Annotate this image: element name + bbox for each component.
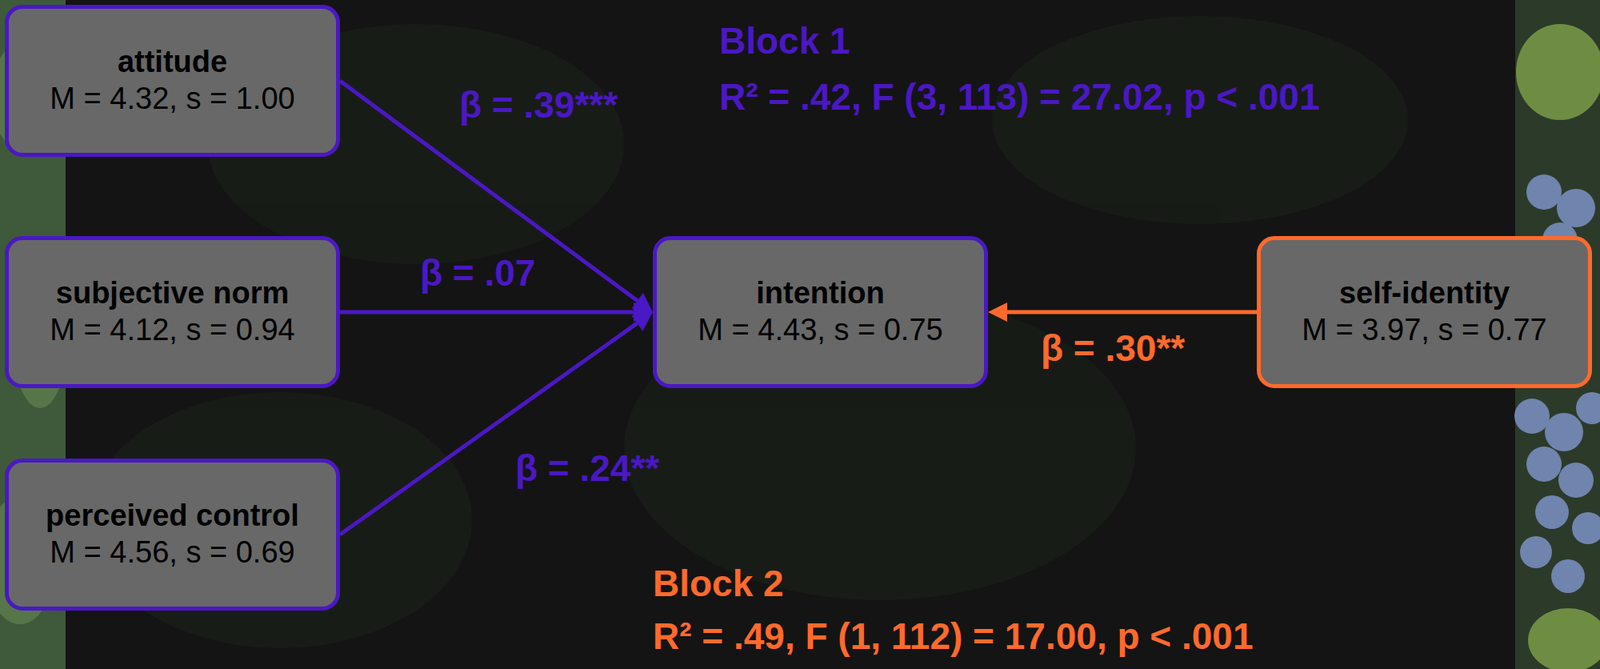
construct-box: subjective normM = 4.12, s = 0.94 <box>4 236 340 388</box>
path-arrow <box>340 323 637 535</box>
descriptive-stats: M = 4.56, s = 0.69 <box>49 534 295 572</box>
path-arrow <box>1007 310 1257 315</box>
construct-name: subjective norm <box>56 275 289 312</box>
descriptive-stats: M = 3.97, s = 0.77 <box>1301 312 1547 349</box>
descriptive-stats: M = 4.12, s = 0.94 <box>49 312 295 349</box>
path-coefficient: β = .30** <box>1040 328 1185 370</box>
path-coefficient: β = .24** <box>515 448 660 490</box>
arrowhead <box>988 302 1008 322</box>
construct-box: perceived controlM = 4.56, s = 0.69 <box>4 458 340 611</box>
descriptive-stats: M = 4.32, s = 1.00 <box>49 80 295 118</box>
path-coefficient: β = .07 <box>420 252 536 295</box>
path-coefficient: β = .39*** <box>459 84 618 127</box>
construct-box: attitudeM = 4.32, s = 1.00 <box>4 4 340 157</box>
model-statistic: R² = .49, F (1, 112) = 17.00, p < .001 <box>652 616 1254 658</box>
model-statistic: R² = .42, F (3, 113) = 27.02, p < .001 <box>719 76 1320 119</box>
construct-name: intention <box>756 275 884 312</box>
outcome-box: intentionM = 4.43, s = 0.75 <box>652 236 988 388</box>
construct-name: perceived control <box>45 497 300 535</box>
added-predictor-box: self-identityM = 3.97, s = 0.77 <box>1256 236 1592 388</box>
descriptive-stats: M = 4.43, s = 0.75 <box>697 312 943 349</box>
block-heading: Block 1 <box>719 20 851 63</box>
block-heading: Block 2 <box>652 563 784 605</box>
arrowhead <box>631 312 653 332</box>
construct-name: self-identity <box>1339 275 1510 312</box>
path-arrow <box>340 80 638 301</box>
path-arrow <box>340 310 634 315</box>
construct-name: attitude <box>117 44 228 81</box>
